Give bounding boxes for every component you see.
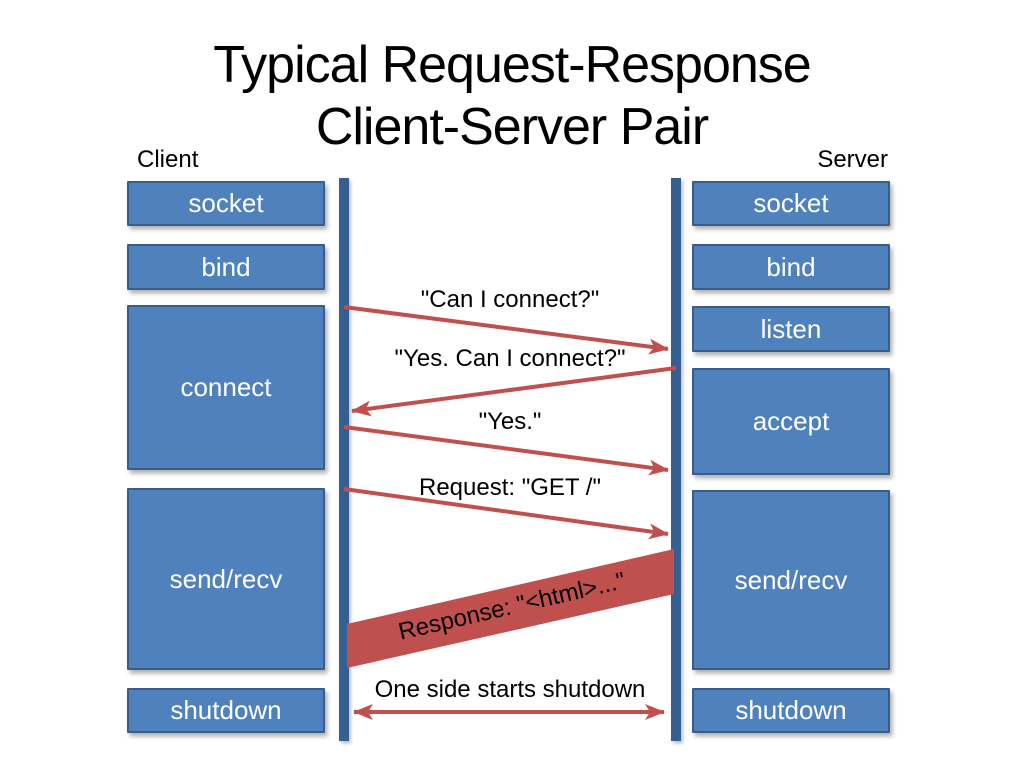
message-yes: "Yes." <box>478 408 542 435</box>
message-request: Request: "GET /" <box>418 474 601 501</box>
title-line-2: Client-Server Pair <box>315 98 709 156</box>
arrow-yes <box>343 425 669 476</box>
arrow-yes-can-i-connect <box>351 366 677 417</box>
client-timeline <box>339 178 349 741</box>
server-label: Server <box>817 146 888 173</box>
client-box-shutdown: shutdown <box>127 688 325 733</box>
message-shutdown-note: One side starts shutdown <box>374 676 646 703</box>
server-timeline <box>671 178 681 741</box>
response-band <box>347 549 674 668</box>
client-box-socket: socket <box>127 181 325 226</box>
arrow-can-i-connect <box>343 305 669 355</box>
client-box-sendrecv: send/recv <box>127 488 325 670</box>
server-box-shutdown: shutdown <box>692 688 890 733</box>
title-line-1: Typical Request-Response <box>213 36 811 94</box>
server-box-socket: socket <box>692 181 890 226</box>
client-box-bind: bind <box>127 244 325 290</box>
arrow-request <box>343 487 669 540</box>
server-box-bind: bind <box>692 244 890 290</box>
server-box-sendrecv: send/recv <box>692 490 890 670</box>
message-yes-can-i-connect: "Yes. Can I connect?" <box>394 345 626 372</box>
client-box-connect: connect <box>127 305 325 470</box>
client-label: Client <box>137 146 199 173</box>
slide-title: Typical Request-Response Client-Server P… <box>0 34 1024 158</box>
server-box-accept: accept <box>692 368 890 475</box>
server-box-listen: listen <box>692 306 890 352</box>
message-can-i-connect: "Can I connect?" <box>420 286 600 313</box>
